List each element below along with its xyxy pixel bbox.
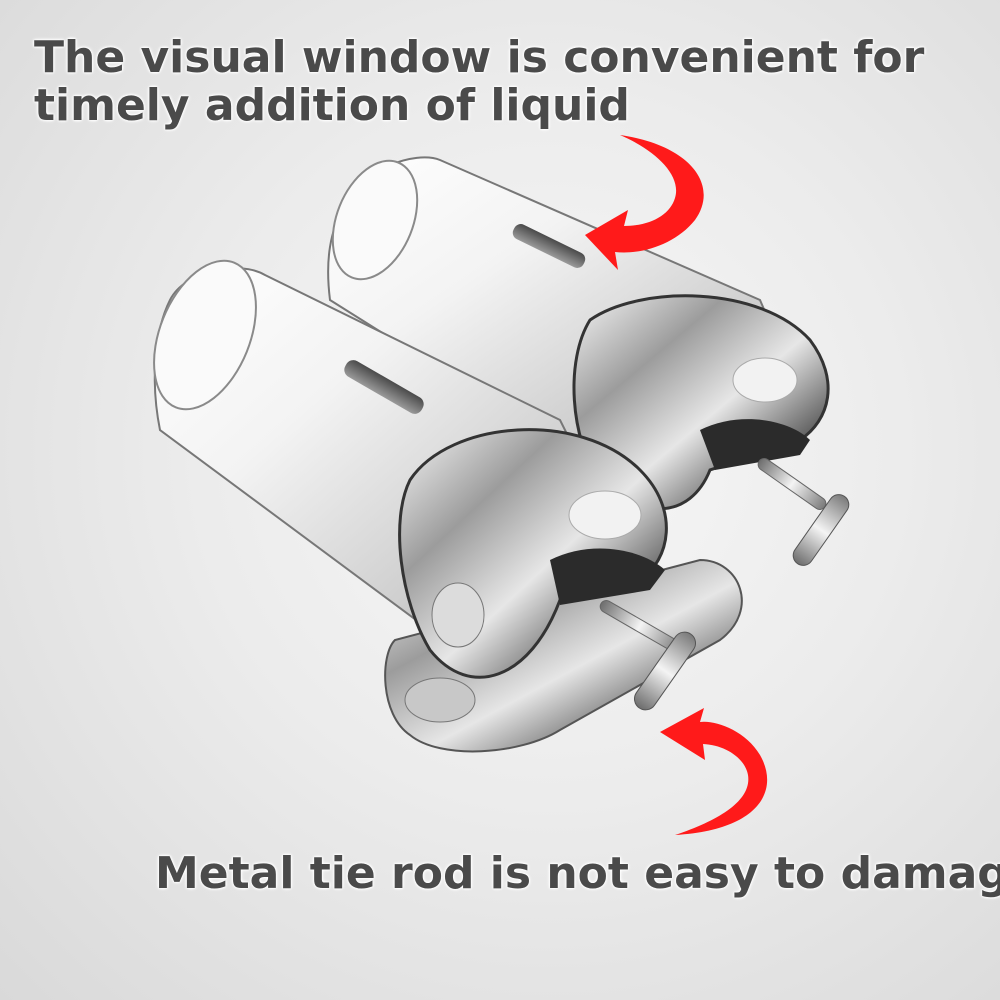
- visual-window-front: [344, 360, 424, 414]
- bottom-caption: Metal tie rod is not easy to damage: [155, 848, 1000, 899]
- top-arrow-icon: [585, 135, 704, 270]
- back-tie-rod: [757, 457, 850, 566]
- base-plate: [384, 558, 743, 753]
- top-caption: The visual window is convenient for time…: [34, 32, 925, 131]
- front-bottle: [153, 259, 668, 679]
- bottom-arrow-icon: [660, 708, 768, 835]
- visual-window-back: [512, 224, 586, 268]
- front-tie-rod: [599, 600, 697, 711]
- back-bottle: [327, 156, 830, 511]
